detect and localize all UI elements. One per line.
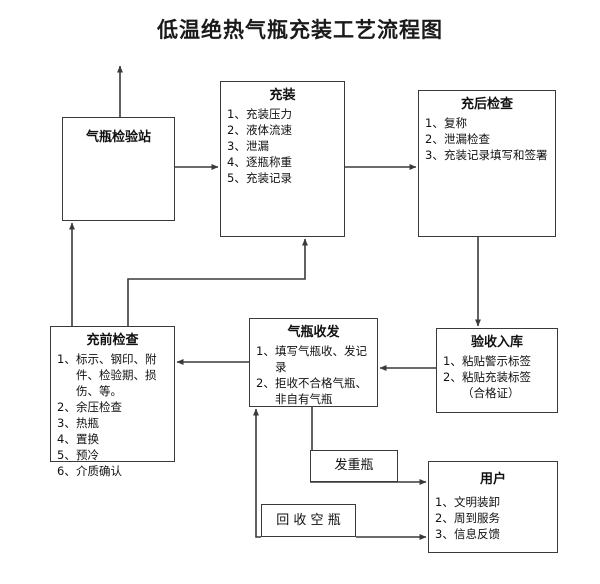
item-text: 拒收不合格气瓶、非自有气瓶 bbox=[275, 376, 367, 406]
item-number: 1、 bbox=[57, 352, 76, 366]
item-text: 置换 bbox=[76, 432, 99, 446]
list-item: 2、拒收不合格气瓶、非自有气瓶 bbox=[256, 375, 371, 407]
item-text: 文明装卸 bbox=[454, 495, 500, 509]
node-user[interactable]: 用户 1、文明装卸 2、周到服务 3、信息反馈 bbox=[428, 461, 558, 553]
node-cylinder-dispatch[interactable]: 气瓶收发 1、填写气瓶收、发记录 2、拒收不合格气瓶、非自有气瓶 bbox=[249, 318, 378, 407]
item-text: 泄漏检查 bbox=[444, 132, 490, 146]
item-text: 标示、钢印、附件、检验期、损伤、等。 bbox=[76, 352, 157, 398]
node-filling[interactable]: 充装 1、充装压力 2、液体流速 3、泄漏 4、逐瓶称重 5、充装记录 bbox=[220, 81, 345, 237]
list-item: 1、充装压力 bbox=[227, 106, 338, 122]
node-item-list: 1、复称 2、泄漏检查 3、充装记录填写和签署 bbox=[425, 115, 549, 163]
node-send-full-cylinder[interactable]: 发重瓶 bbox=[310, 450, 398, 482]
item-number: 1、 bbox=[435, 495, 454, 509]
item-number: 1、 bbox=[443, 354, 462, 368]
node-title: 充后检查 bbox=[460, 97, 513, 112]
item-number: 4、 bbox=[227, 155, 246, 169]
page-title: 低温绝热气瓶充装工艺流程图 bbox=[157, 17, 443, 42]
list-item: 2、粘贴充装标签（合格证） bbox=[443, 369, 551, 401]
list-item: 6、介质确认 bbox=[57, 463, 168, 479]
node-title: 验收入库 bbox=[470, 335, 523, 350]
list-item: 2、余压检查 bbox=[57, 399, 168, 415]
list-item: 1、文明装卸 bbox=[435, 494, 551, 510]
list-item: 2、液体流速 bbox=[227, 122, 338, 138]
item-text: 液体流速 bbox=[246, 123, 292, 137]
item-text: 粘贴警示标签 bbox=[462, 354, 531, 368]
node-title: 用户 bbox=[479, 472, 506, 487]
connector-pre-check-to-filling bbox=[127, 238, 308, 326]
item-text: 充装记录 bbox=[246, 171, 292, 185]
node-title: 回 收 空 瓶 bbox=[276, 512, 341, 528]
item-number: 2、 bbox=[435, 511, 454, 525]
item-text: 介质确认 bbox=[76, 464, 122, 478]
list-item: 3、充装记录填写和签署 bbox=[425, 147, 549, 163]
list-item: 1、填写气瓶收、发记录 bbox=[256, 343, 371, 375]
item-number: 1、 bbox=[256, 344, 275, 358]
list-item: 4、逐瓶称重 bbox=[227, 154, 338, 170]
item-number: 1、 bbox=[425, 116, 444, 130]
list-item: 4、置换 bbox=[57, 431, 168, 447]
item-text: 充装记录填写和签署 bbox=[444, 148, 548, 162]
node-recycle-empty-cylinder[interactable]: 回 收 空 瓶 bbox=[261, 504, 356, 537]
item-text: 泄漏 bbox=[246, 139, 269, 153]
item-text: 余压检查 bbox=[76, 400, 122, 414]
item-number: 5、 bbox=[57, 448, 76, 462]
item-number: 4、 bbox=[57, 432, 76, 446]
item-number: 3、 bbox=[425, 148, 444, 162]
item-text: 热瓶 bbox=[76, 416, 99, 430]
item-number: 2、 bbox=[57, 400, 76, 414]
item-text: 填写气瓶收、发记录 bbox=[275, 344, 367, 374]
item-number: 2、 bbox=[227, 123, 246, 137]
list-item: 5、充装记录 bbox=[227, 170, 338, 186]
item-number: 2、 bbox=[256, 376, 275, 390]
item-text: 复称 bbox=[444, 116, 467, 130]
node-item-list: 1、充装压力 2、液体流速 3、泄漏 4、逐瓶称重 5、充装记录 bbox=[227, 106, 338, 186]
item-text: 信息反馈 bbox=[454, 527, 500, 541]
node-item-list: 1、文明装卸 2、周到服务 3、信息反馈 bbox=[435, 494, 551, 542]
item-number: 2、 bbox=[425, 132, 444, 146]
item-number: 6、 bbox=[57, 464, 76, 478]
node-acceptance-storage[interactable]: 验收入库 1、粘贴警示标签 2、粘贴充装标签（合格证） bbox=[436, 328, 558, 413]
node-pre-check[interactable]: 充前检查 1、标示、钢印、附件、检验期、损伤、等。 2、余压检查 3、热瓶 4、… bbox=[50, 326, 175, 478]
item-number: 1、 bbox=[227, 107, 246, 121]
node-title: 气瓶收发 bbox=[287, 325, 340, 340]
list-item: 1、粘贴警示标签 bbox=[443, 353, 551, 369]
node-title: 充前检查 bbox=[86, 333, 139, 348]
item-text: 周到服务 bbox=[454, 511, 500, 525]
item-text: 粘贴充装标签（合格证） bbox=[462, 370, 531, 400]
list-item: 1、标示、钢印、附件、检验期、损伤、等。 bbox=[57, 351, 168, 399]
node-item-list: 1、标示、钢印、附件、检验期、损伤、等。 2、余压检查 3、热瓶 4、置换 5、… bbox=[57, 351, 168, 479]
item-number: 3、 bbox=[435, 527, 454, 541]
item-number: 2、 bbox=[443, 370, 462, 384]
item-number: 3、 bbox=[57, 416, 76, 430]
list-item: 5、预冷 bbox=[57, 447, 168, 463]
item-text: 预冷 bbox=[76, 448, 99, 462]
list-item: 2、泄漏检查 bbox=[425, 131, 549, 147]
list-item: 3、信息反馈 bbox=[435, 526, 551, 542]
list-item: 1、复称 bbox=[425, 115, 549, 131]
node-title: 气瓶检验站 bbox=[85, 130, 151, 145]
node-title: 充装 bbox=[269, 88, 296, 103]
node-title: 发重瓶 bbox=[334, 458, 374, 473]
item-text: 逐瓶称重 bbox=[246, 155, 292, 169]
node-post-check[interactable]: 充后检查 1、复称 2、泄漏检查 3、充装记录填写和签署 bbox=[418, 90, 556, 237]
node-item-list: 1、填写气瓶收、发记录 2、拒收不合格气瓶、非自有气瓶 bbox=[256, 343, 371, 407]
list-item: 2、周到服务 bbox=[435, 510, 551, 526]
item-number: 3、 bbox=[227, 139, 246, 153]
node-inspect-station[interactable]: 气瓶检验站 bbox=[62, 117, 175, 221]
node-item-list: 1、粘贴警示标签 2、粘贴充装标签（合格证） bbox=[443, 353, 551, 401]
item-number: 5、 bbox=[227, 171, 246, 185]
item-text: 充装压力 bbox=[246, 107, 292, 121]
list-item: 3、泄漏 bbox=[227, 138, 338, 154]
list-item: 3、热瓶 bbox=[57, 415, 168, 431]
